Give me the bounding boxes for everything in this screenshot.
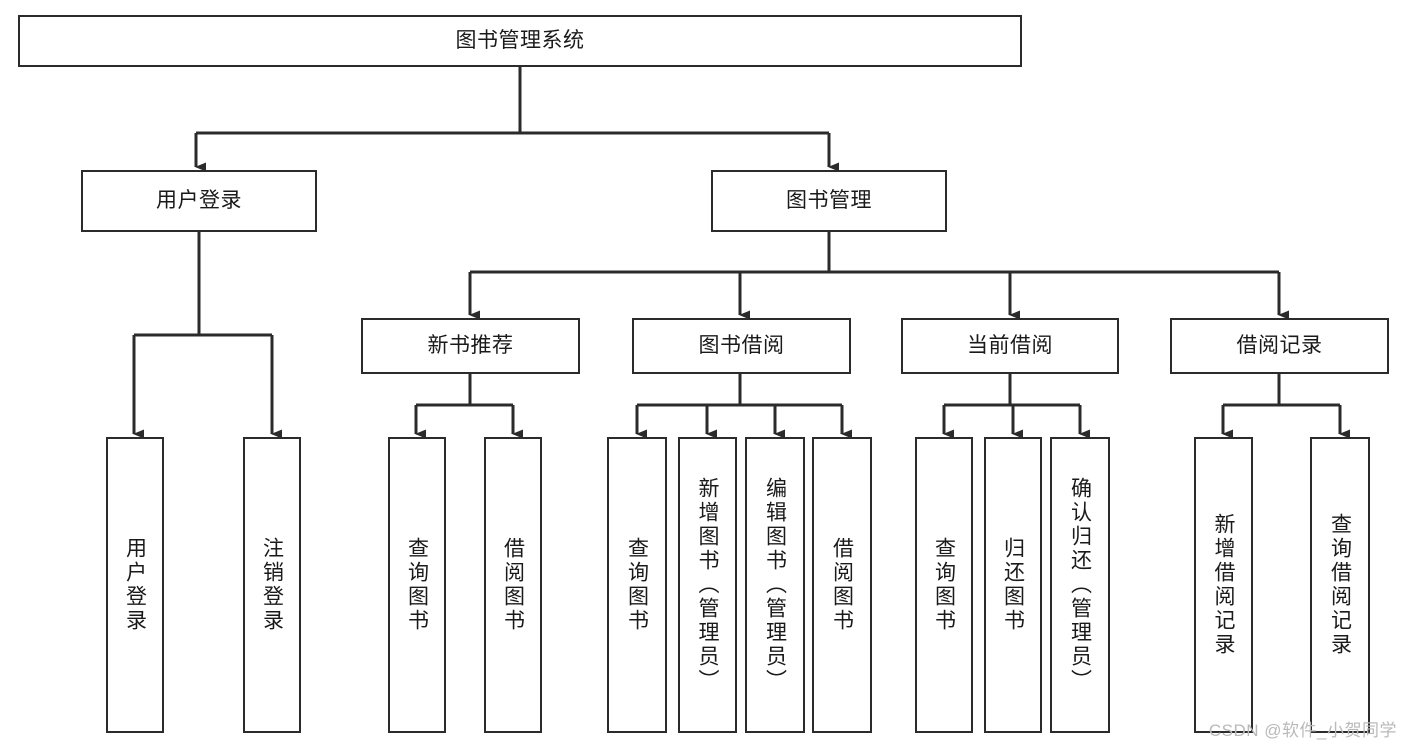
node-leaf-add-record-label: 新增借阅记录 bbox=[1212, 513, 1235, 657]
node-leaf-confirm-return-label: 确认归还（管理员） bbox=[1068, 477, 1092, 693]
node-new-book-recommend[interactable]: 新书推荐 bbox=[361, 318, 580, 374]
node-leaf-query-book-bor-label: 查询图书 bbox=[625, 537, 649, 633]
node-leaf-add-record[interactable]: 新增借阅记录 bbox=[1194, 437, 1253, 733]
node-leaf-logout[interactable]: 注销登录 bbox=[243, 437, 301, 733]
node-new-book-recommend-label: 新书推荐 bbox=[427, 333, 514, 357]
node-leaf-query-book-bor[interactable]: 查询图书 bbox=[607, 437, 667, 733]
node-leaf-user-login-label: 用户登录 bbox=[123, 537, 147, 633]
node-book-manage[interactable]: 图书管理 bbox=[711, 170, 947, 232]
node-user-login-label: 用户登录 bbox=[156, 188, 242, 212]
node-borrow-record-label: 借阅记录 bbox=[1236, 333, 1323, 357]
node-leaf-add-book-label: 新增图书（管理员） bbox=[696, 477, 719, 693]
node-leaf-borrow-book-rec[interactable]: 借阅图书 bbox=[484, 437, 542, 733]
node-current-borrow[interactable]: 当前借阅 bbox=[901, 318, 1119, 374]
node-book-borrow[interactable]: 图书借阅 bbox=[632, 318, 851, 374]
node-leaf-query-book-rec-label: 查询图书 bbox=[405, 537, 429, 633]
node-leaf-borrow-book-rec-label: 借阅图书 bbox=[501, 537, 525, 633]
node-leaf-edit-book-label: 编辑图书（管理员） bbox=[763, 477, 787, 693]
node-book-borrow-label: 图书借阅 bbox=[698, 333, 785, 357]
node-leaf-return-book-label: 归还图书 bbox=[1001, 537, 1025, 633]
node-borrow-record[interactable]: 借阅记录 bbox=[1170, 318, 1389, 374]
node-current-borrow-label: 当前借阅 bbox=[967, 333, 1053, 357]
node-leaf-edit-book[interactable]: 编辑图书（管理员） bbox=[745, 437, 805, 733]
node-leaf-user-login[interactable]: 用户登录 bbox=[106, 437, 164, 733]
node-leaf-add-book[interactable]: 新增图书（管理员） bbox=[678, 437, 737, 733]
connector-group bbox=[132, 67, 1350, 439]
node-leaf-query-book-cur-label: 查询图书 bbox=[932, 537, 956, 633]
node-leaf-return-book[interactable]: 归还图书 bbox=[984, 437, 1042, 733]
node-leaf-query-record-label: 查询借阅记录 bbox=[1328, 513, 1352, 657]
node-leaf-query-book-rec[interactable]: 查询图书 bbox=[388, 437, 446, 733]
csdn-watermark: CSDN @软件_小贺同学 bbox=[1208, 721, 1397, 740]
node-leaf-borrow-book-bor-label: 借阅图书 bbox=[830, 537, 854, 633]
node-book-manage-label: 图书管理 bbox=[786, 188, 872, 212]
node-user-login[interactable]: 用户登录 bbox=[81, 170, 317, 232]
node-root-label: 图书管理系统 bbox=[455, 28, 585, 52]
node-leaf-confirm-return[interactable]: 确认归还（管理员） bbox=[1050, 437, 1110, 733]
node-leaf-borrow-book-bor[interactable]: 借阅图书 bbox=[812, 437, 872, 733]
node-root[interactable]: 图书管理系统 bbox=[18, 15, 1022, 67]
node-leaf-logout-label: 注销登录 bbox=[260, 537, 284, 633]
node-leaf-query-record[interactable]: 查询借阅记录 bbox=[1310, 437, 1370, 733]
node-leaf-query-book-cur[interactable]: 查询图书 bbox=[915, 437, 973, 733]
